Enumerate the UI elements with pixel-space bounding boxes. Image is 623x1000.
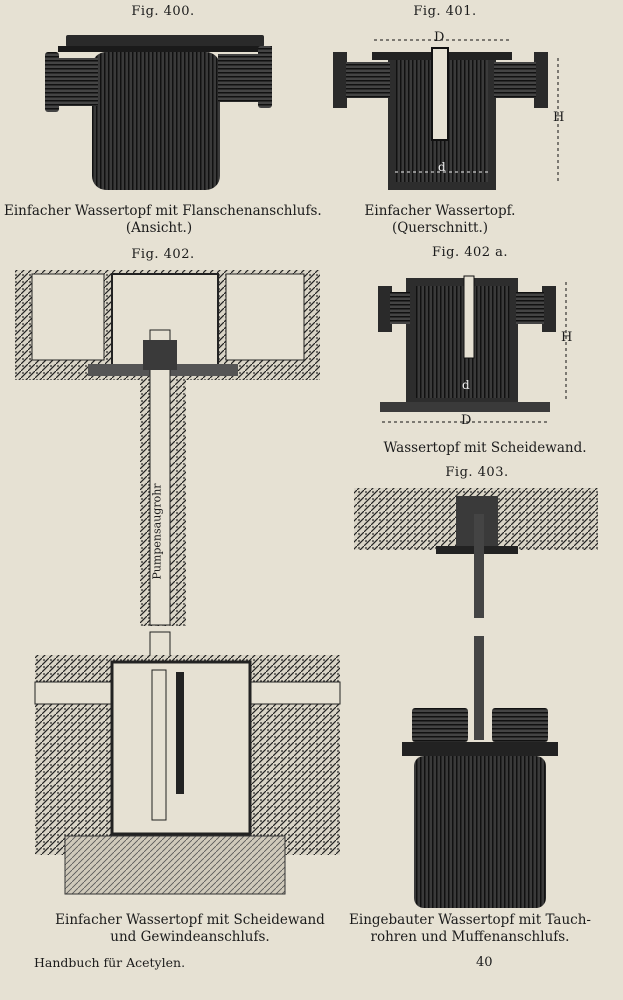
fig-401-drawing	[333, 39, 559, 190]
fig-402-caption-line-1: Einfacher Wassertopf mit Scheidewand	[55, 912, 325, 928]
fig-401-caption: Einfacher Wassertopf. (Querschnitt.)	[355, 203, 525, 237]
fig-402a-drawing	[378, 275, 567, 423]
fig-401-label: Fig. 401.	[413, 4, 477, 19]
fig-401-caption-line-1: Einfacher Wassertopf.	[364, 203, 516, 219]
fig-401-dim-D: D	[434, 30, 445, 45]
fig-402a-dim-H: H	[561, 330, 573, 345]
fig-402a-caption: Wassertopf mit Scheidewand.	[383, 440, 587, 456]
fig-401-caption-line-2: (Querschnitt.)	[391, 220, 489, 236]
fig-401-dim-H: H	[553, 110, 565, 125]
fig-400-label: Fig. 400.	[131, 4, 195, 19]
fig-403-drawing	[354, 488, 598, 908]
fig-403-caption-line-1: Eingebauter Wassertopf mit Tauch-	[349, 912, 591, 928]
fig-400-caption: Einfacher Wassertopf mit Flanschenanschl…	[4, 203, 322, 237]
footer-book-title: Handbuch für Acetylen.	[34, 955, 186, 970]
fig-402-drawing	[15, 270, 341, 895]
fig-403-label: Fig. 403.	[445, 465, 509, 480]
fig-403-caption: Eingebauter Wassertopf mit Tauch- rohren…	[340, 912, 600, 946]
fig-401-dim-d: d	[438, 160, 446, 174]
fig-402-pipe-label: Pumpensaugrohr	[150, 483, 164, 580]
page-number: 40	[476, 955, 493, 970]
fig-402-caption-line-2: und Gewindeanschlufs.	[110, 929, 270, 945]
fig-403-caption-line-2: rohren und Muffenanschlufs.	[370, 929, 570, 945]
fig-402a-dim-d: d	[462, 378, 470, 392]
fig-402a-dim-D: D	[461, 413, 472, 428]
fig-402a-label: Fig. 402 a.	[431, 245, 509, 260]
fig-400-caption-line-1: Einfacher Wassertopf mit Flanschenanschl…	[4, 203, 322, 219]
fig-400-drawing	[45, 35, 272, 190]
fig-400-caption-line-2: (Ansicht.)	[125, 220, 193, 236]
fig-402-label: Fig. 402.	[131, 247, 195, 262]
fig-402-caption: Einfacher Wassertopf mit Scheidewand und…	[40, 912, 340, 946]
